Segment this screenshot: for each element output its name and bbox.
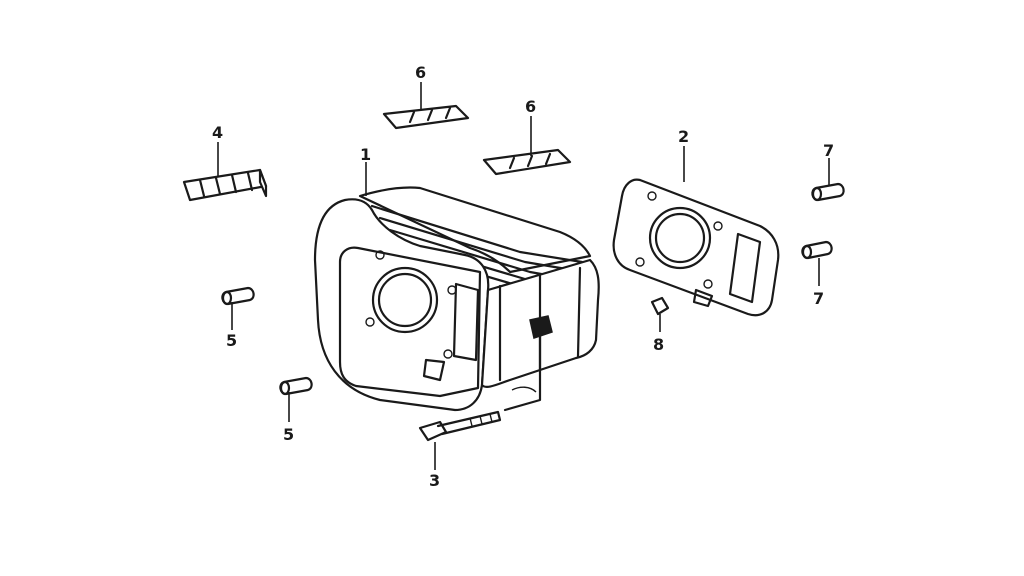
callout-4: 4: [212, 123, 223, 142]
dowel-pin-5-upper: [221, 286, 255, 306]
cylinder-gasket: [612, 178, 780, 317]
dowel-pin-5-lower: [279, 376, 313, 396]
leader-lines: [217, 82, 830, 470]
callout-6-lower: 6: [525, 97, 536, 116]
dowel-pin-7-upper: [811, 182, 845, 202]
callout-1: 1: [360, 145, 371, 164]
seal-block-6-lower: [482, 148, 572, 176]
seal-block-6-upper: [382, 104, 470, 130]
seal-block-4: [182, 168, 268, 202]
callout-7-upper: 7: [823, 141, 834, 160]
callout-6-upper: 6: [415, 63, 426, 82]
callout-3: 3: [429, 471, 440, 490]
callout-7-lower: 7: [813, 289, 824, 308]
bolt: [418, 410, 502, 442]
pin-8: [650, 296, 670, 316]
cylinder-block: [313, 186, 600, 412]
callout-5-upper: 5: [226, 331, 237, 350]
callout-2: 2: [678, 127, 689, 146]
callout-5-lower: 5: [283, 425, 294, 444]
callout-8: 8: [653, 335, 664, 354]
dowel-pin-7-lower: [801, 240, 833, 260]
